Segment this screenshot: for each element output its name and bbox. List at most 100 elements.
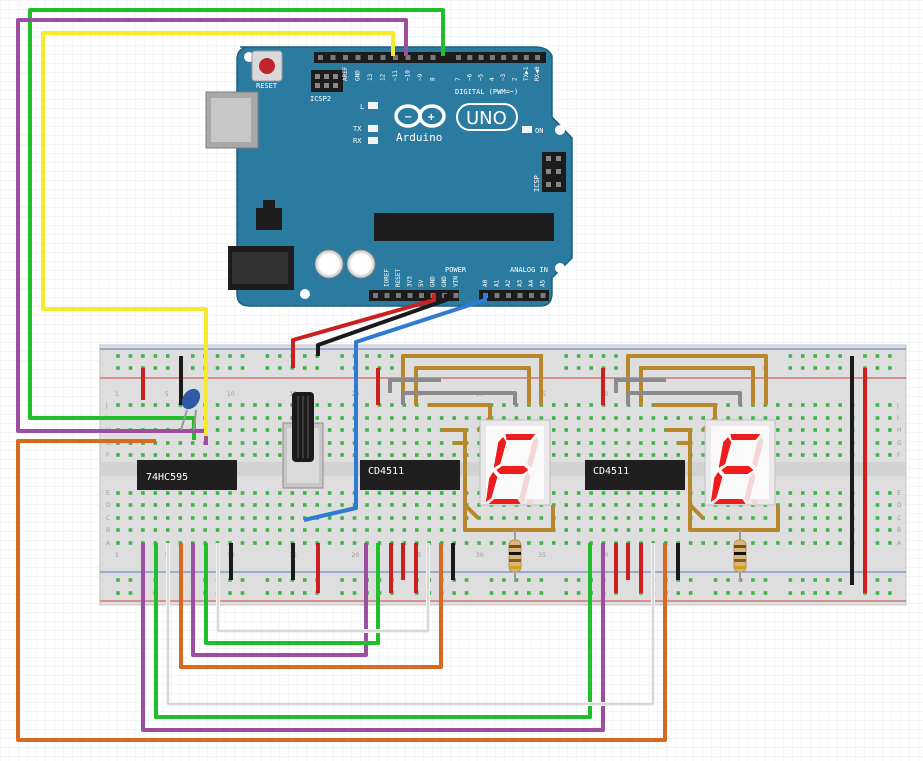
breadboard-hole (166, 491, 170, 495)
breadboard-hole (888, 528, 892, 532)
breadboard-rail-hole (240, 578, 245, 582)
breadboard-hole (564, 541, 568, 545)
breadboard-hole (776, 453, 780, 457)
wire-gold (639, 366, 755, 405)
breadboard-hole (265, 491, 270, 495)
segment-d (713, 499, 746, 504)
breadboard-hole (726, 416, 730, 420)
breadboard-hole (253, 428, 257, 432)
breadboard-hole (576, 403, 581, 407)
on-led-label: ON (535, 127, 543, 135)
breadboard-hole (576, 428, 581, 432)
breadboard-rail-hole (688, 591, 693, 595)
breadboard-hole (203, 528, 207, 532)
analog-pin-label: A1 (494, 279, 501, 287)
header-pin (529, 293, 534, 298)
breadboard-hole (701, 516, 705, 520)
segment-glyph (710, 434, 764, 505)
breadboard-hole (128, 528, 133, 532)
breadboard-hole (365, 428, 369, 432)
header-pin (506, 293, 511, 298)
breadboard-hole (576, 441, 581, 445)
breadboard-rail-hole (576, 591, 581, 595)
breadboard-hole (178, 528, 183, 532)
breadboard-hole (439, 491, 444, 495)
breadboard-hole (888, 503, 892, 507)
row-letter: G (106, 440, 111, 447)
breadboard-rail-hole (128, 366, 133, 370)
reset-label: RESET (256, 82, 278, 90)
breadboard-hole (427, 528, 432, 532)
breadboard-hole (452, 491, 456, 495)
segment-c (519, 472, 531, 502)
wire-gold (678, 441, 780, 532)
breadboard-rail-hole (340, 578, 344, 582)
header-pin (318, 55, 323, 60)
breadboard-hole (800, 441, 805, 445)
breadboard-rail-hole (514, 591, 519, 595)
breadboard-hole (178, 441, 183, 445)
breadboard-rail-hole (813, 578, 817, 582)
column-number: 1 (115, 552, 119, 559)
breadboard-rail-hole (228, 366, 232, 370)
breadboard-hole (402, 491, 407, 495)
logo-minus: − (404, 112, 412, 123)
breadboard-hole (763, 541, 768, 545)
segment-b (527, 437, 539, 468)
breadboard-rail-hole (539, 578, 544, 582)
breadboard-hole (166, 516, 170, 520)
breadboard-hole (166, 503, 170, 507)
breadboard-hole (626, 528, 631, 532)
breadboard-hole (302, 528, 307, 532)
header-pin (355, 55, 361, 60)
breadboard-hole (128, 491, 133, 495)
on-led (522, 126, 532, 133)
breadboard-hole (800, 416, 805, 420)
header-pin (419, 293, 424, 298)
breadboard-rail-hole (390, 366, 394, 370)
breadboard-hole (713, 541, 718, 545)
segment-glyph (485, 434, 539, 505)
breadboard-hole (390, 416, 394, 420)
breadboard-hole (377, 516, 382, 520)
breadboard-hole (427, 441, 432, 445)
breadboard-hole (116, 541, 120, 545)
breadboard-hole (215, 453, 220, 457)
breadboard-hole (327, 441, 332, 445)
breadboard-hole (377, 416, 382, 420)
breadboard-hole (253, 516, 257, 520)
breadboard-hole (340, 491, 344, 495)
wire-gold (453, 441, 555, 532)
breadboard-hole (514, 516, 519, 520)
wire-white-mid-edge (217, 543, 429, 632)
power-label: POWER (445, 266, 467, 274)
breadboard-hole (564, 453, 568, 457)
breadboard-hole (415, 428, 419, 432)
breadboard-hole (415, 416, 419, 420)
row-letter: G (897, 440, 902, 447)
breadboard-hole (240, 528, 245, 532)
breadboard-hole (551, 416, 556, 420)
breadboard-hole (825, 441, 830, 445)
breadboard-hole (377, 441, 382, 445)
breadboard-hole (128, 403, 133, 407)
breadboard-hole (800, 516, 805, 520)
breadboard-hole (651, 453, 656, 457)
breadboard-hole (502, 516, 506, 520)
breadboard-hole (190, 528, 195, 532)
breadboard-hole (701, 503, 705, 507)
breadboard-hole (888, 403, 892, 407)
breadboard-rail-hole (489, 591, 494, 595)
breadboard-hole (551, 441, 556, 445)
breadboard-hole (439, 441, 444, 445)
analog-pin-label: A2 (505, 279, 512, 287)
breadboard-rail-hole (302, 578, 307, 582)
breadboard-rail-hole (564, 591, 568, 595)
breadboard-hole (253, 503, 257, 507)
breadboard-hole (278, 541, 282, 545)
wire-purple-bottom (141, 543, 605, 732)
breadboard-hole (402, 516, 407, 520)
breadboard-hole (203, 491, 207, 495)
breadboard-hole (402, 503, 407, 507)
